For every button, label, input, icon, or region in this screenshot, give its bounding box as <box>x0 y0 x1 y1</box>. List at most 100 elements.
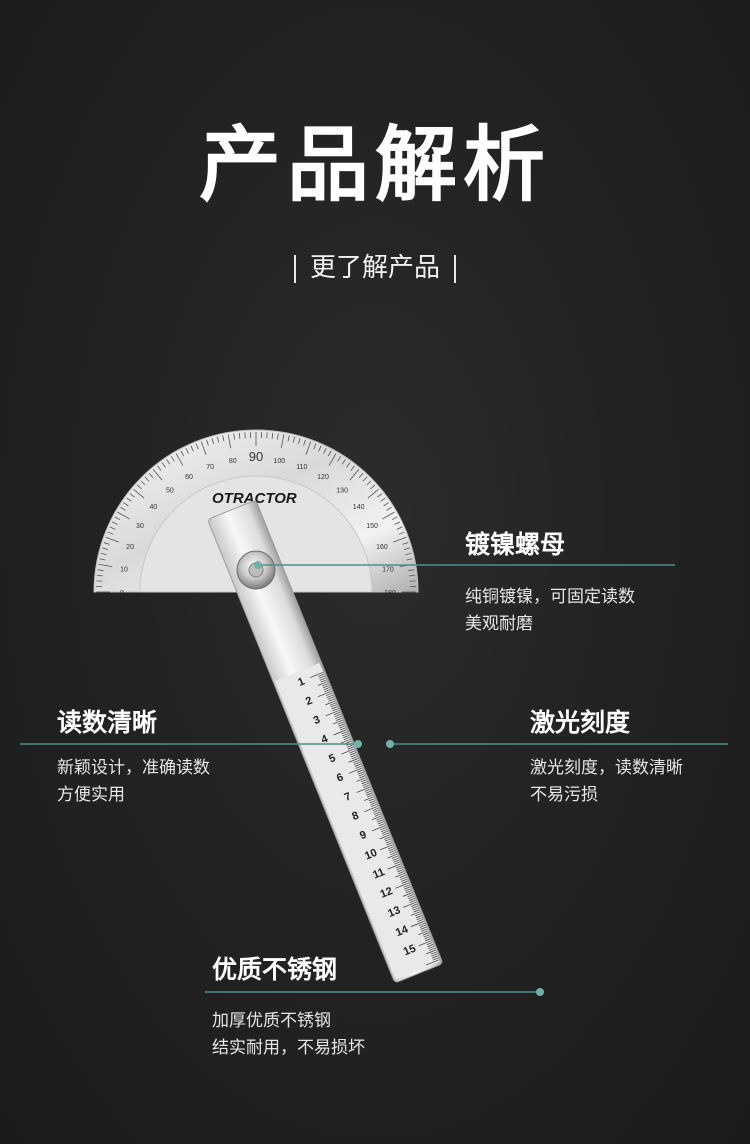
ruler-tick <box>426 942 433 946</box>
protractor-tick <box>402 542 409 545</box>
ruler-tick <box>392 857 399 861</box>
ruler-tick <box>415 913 421 917</box>
ruler-tick <box>370 804 377 808</box>
protractor-tick <box>396 526 403 530</box>
ruler-tick <box>355 765 362 769</box>
ruler-tick <box>420 926 427 930</box>
protractor-tick <box>206 439 209 446</box>
ruler-tick <box>425 938 431 942</box>
ruler-tick <box>401 878 407 882</box>
ruler-tick <box>353 762 360 765</box>
ruler-tick <box>329 702 336 706</box>
ruler-tick-label: 13 <box>386 904 402 920</box>
ruler-tick-label: 10 <box>363 847 379 863</box>
ruler-tick <box>366 792 373 796</box>
callout-title: 激光刻度 <box>530 708 631 737</box>
ruler-tick <box>325 710 339 717</box>
ruler-tick <box>334 714 341 717</box>
protractor-tick <box>238 432 241 439</box>
subtitle-text: 更了解产品 <box>309 253 440 283</box>
ruler-tick <box>405 890 412 894</box>
protractor-tick <box>277 433 279 440</box>
ruler-tick <box>317 691 332 698</box>
ruler-tick <box>327 696 334 700</box>
ruler-tick <box>412 907 419 911</box>
protractor-tick <box>133 488 145 499</box>
callout-description: 激光刻度，读数清晰 不易污损 <box>530 755 740 809</box>
ruler-tick <box>382 832 389 836</box>
ruler-tick <box>319 675 325 679</box>
callout-dot-steel <box>536 988 544 996</box>
ruler-tick <box>398 871 404 875</box>
ruler-tick <box>426 959 440 966</box>
ruler-tick <box>415 915 422 919</box>
ruler-tick <box>342 733 349 737</box>
protractor-tick-label: 100 <box>273 458 285 465</box>
ruler-tick <box>362 783 369 786</box>
callout-laser-scale: 激光刻度 激光刻度，读数清晰 不易污损 <box>530 708 740 809</box>
protractor-tick <box>406 558 413 561</box>
ruler-tick <box>326 693 332 696</box>
ruler-tick <box>395 882 409 889</box>
protractor-tick <box>303 439 306 446</box>
protractor-tick <box>382 511 395 520</box>
ruler-tick <box>364 796 374 801</box>
ruler-tick <box>409 899 416 903</box>
ruler-tick <box>354 763 361 767</box>
ruler-tick <box>402 892 413 897</box>
callout-stainless-steel: 优质不锈钢 加厚优质不锈钢 结实耐用，不易损坏 <box>212 955 512 1062</box>
ruler-tick <box>377 821 384 825</box>
ruler-tick <box>387 863 401 870</box>
ruler-tick <box>326 694 333 698</box>
ruler-tick <box>387 846 394 850</box>
protractor-tick <box>114 516 121 521</box>
ruler-tick <box>346 744 353 748</box>
ruler-tick <box>363 785 370 788</box>
callout-clear-reading: 读数清晰 新颖设计，准确读数 方便实用 <box>57 708 317 809</box>
ruler-tick <box>416 917 423 921</box>
protractor-tick-label: 110 <box>296 464 307 471</box>
protractor-tick <box>166 459 171 465</box>
ruler-tick-label: 5 <box>327 752 337 765</box>
ruler-tick <box>331 706 338 710</box>
ruler-tick <box>322 683 328 687</box>
protractor-tick-label: 10 <box>120 567 128 574</box>
protractor-tick <box>123 502 129 507</box>
protractor-tick <box>216 436 220 443</box>
protractor-tick-label: 150 <box>366 523 378 530</box>
protractor-tick <box>170 456 175 462</box>
protractor-tick <box>403 547 410 550</box>
protractor-tick <box>136 484 142 490</box>
ruler-tick <box>404 888 411 892</box>
ruler-tick <box>393 859 400 863</box>
ruler-tick <box>340 739 351 744</box>
ruler-tick <box>357 771 364 775</box>
callout-title: 读数清晰 <box>57 708 158 737</box>
ruler-tick <box>356 786 370 793</box>
protractor-tick <box>195 443 199 450</box>
protractor-tick-label: 170 <box>382 567 394 574</box>
protractor-tick-label: 130 <box>336 487 348 494</box>
ruler-tick <box>330 704 337 708</box>
protractor-tick <box>366 480 372 486</box>
protractor-tick <box>126 497 132 502</box>
ruler-tick <box>356 777 366 782</box>
page-subtitle: 更了解产品 <box>0 250 750 286</box>
protractor-tick-label: 80 <box>229 458 237 465</box>
callout-dot-nut <box>254 561 262 569</box>
callout-nickel-nut: 镀镍螺母 纯铜镀镍，可固定读数 美观耐磨 <box>465 530 715 638</box>
ruler-tick <box>328 698 335 702</box>
callout-desc-line: 加厚优质不锈钢 <box>212 1011 331 1031</box>
callout-desc-line: 激光刻度，读数清晰 <box>530 758 683 778</box>
protractor-tick-label: 140 <box>353 504 365 511</box>
protractor-tick <box>120 506 126 511</box>
ruler-tick-label: 3 <box>312 714 322 727</box>
ruler-tick <box>390 852 397 855</box>
callout-description: 加厚优质不锈钢 结实耐用，不易损坏 <box>212 1008 512 1062</box>
ruler-tick <box>335 716 342 719</box>
ruler-tick <box>378 823 385 827</box>
ruler-tick <box>419 924 426 928</box>
ruler-tick <box>360 779 367 783</box>
protractor-tick <box>148 472 154 478</box>
protractor-tick <box>328 453 337 466</box>
